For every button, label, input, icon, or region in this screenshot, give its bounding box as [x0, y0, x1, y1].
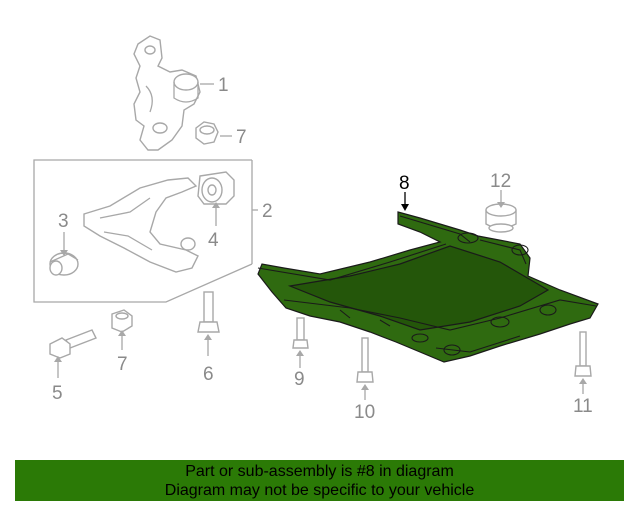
bolt-9-part[interactable] — [292, 317, 309, 349]
callout-8[interactable]: 8 — [399, 173, 410, 194]
callout-5[interactable]: 5 — [52, 383, 63, 404]
steering-knuckle-part[interactable] — [133, 35, 201, 151]
callout-1[interactable]: 1 — [218, 75, 229, 96]
lower-control-arm-part[interactable] — [83, 177, 199, 273]
assembly-bracket — [33, 159, 253, 303]
callout-12[interactable]: 12 — [490, 171, 511, 192]
banner-line-part-note: Part or sub-assembly is #8 in diagram — [185, 463, 454, 480]
callout-3[interactable]: 3 — [58, 211, 69, 232]
info-banner: Part or sub-assembly is #8 in diagram Di… — [15, 460, 624, 501]
callout-6[interactable]: 6 — [203, 364, 214, 385]
subframe-cradle-part[interactable] — [257, 211, 599, 363]
callout-7-top[interactable]: 7 — [236, 127, 247, 148]
nut-part-bottom[interactable] — [111, 309, 133, 333]
bolt-11-part[interactable] — [574, 331, 592, 377]
callout-2[interactable]: 2 — [262, 201, 273, 222]
long-bolt-part[interactable] — [49, 329, 97, 359]
nut-part-top[interactable] — [195, 121, 219, 145]
callout-7-bottom[interactable]: 7 — [117, 354, 128, 375]
bolt-10-part[interactable] — [356, 337, 374, 383]
banner-line-disclaimer: Diagram may not be specific to your vehi… — [164, 482, 475, 499]
rear-bushing-part[interactable] — [197, 171, 235, 205]
callout-11[interactable]: 11 — [573, 396, 593, 417]
front-bushing-part[interactable] — [49, 252, 79, 276]
callout-10[interactable]: 10 — [354, 402, 375, 423]
callout-4[interactable]: 4 — [208, 230, 219, 251]
parts-diagram: 1 7 2 4 3 5 — [33, 35, 599, 423]
bolt-6-part[interactable] — [197, 291, 220, 333]
mount-bushing-part[interactable] — [485, 203, 517, 233]
callout-9[interactable]: 9 — [294, 369, 305, 390]
